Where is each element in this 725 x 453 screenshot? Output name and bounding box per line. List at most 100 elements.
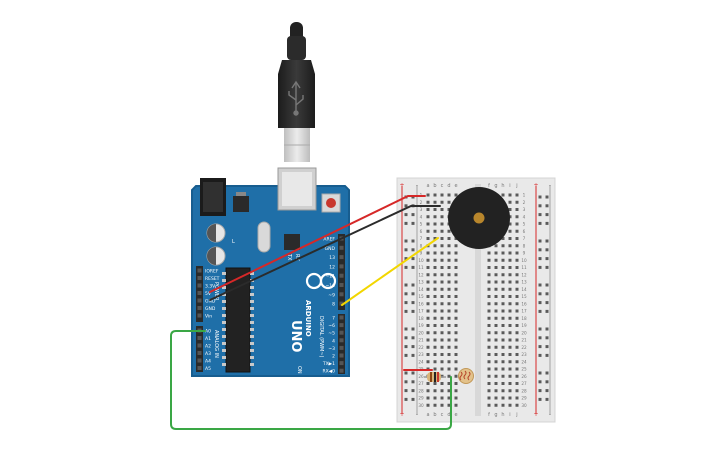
rail-hole[interactable]: [538, 371, 542, 375]
rail-hole[interactable]: [545, 327, 549, 331]
breadboard-hole[interactable]: [487, 331, 491, 335]
breadboard-hole[interactable]: [508, 215, 512, 219]
breadboard-hole[interactable]: [426, 258, 430, 262]
rail-hole[interactable]: [404, 248, 408, 252]
breadboard-hole[interactable]: [515, 374, 519, 378]
breadboard-hole[interactable]: [426, 396, 430, 400]
breadboard-hole[interactable]: [426, 280, 430, 284]
breadboard-hole[interactable]: [433, 251, 437, 255]
breadboard-hole[interactable]: [515, 258, 519, 262]
rail-hole[interactable]: [538, 380, 542, 384]
breadboard-hole[interactable]: [515, 367, 519, 371]
rail-hole[interactable]: [538, 301, 542, 305]
rail-hole[interactable]: [411, 371, 415, 375]
rail-hole[interactable]: [545, 389, 549, 393]
breadboard-hole[interactable]: [426, 273, 430, 277]
breadboard-hole[interactable]: [440, 382, 444, 385]
digital-pin-hole[interactable]: [339, 330, 344, 335]
breadboard-hole[interactable]: [508, 345, 512, 349]
breadboard-hole[interactable]: [501, 295, 505, 298]
breadboard-hole[interactable]: [433, 222, 437, 226]
breadboard-hole[interactable]: [494, 345, 498, 349]
breadboard-hole[interactable]: [515, 215, 519, 219]
breadboard-hole[interactable]: [501, 287, 505, 291]
resistor[interactable]: [424, 372, 446, 382]
analog-pin-hole[interactable]: [197, 343, 202, 348]
breadboard-hole[interactable]: [454, 287, 458, 291]
breadboard-hole[interactable]: [494, 396, 498, 400]
breadboard-hole[interactable]: [487, 360, 491, 364]
breadboard-hole[interactable]: [433, 389, 437, 393]
analog-pin-hole[interactable]: [197, 358, 202, 363]
breadboard-hole[interactable]: [515, 237, 519, 240]
breadboard-hole[interactable]: [515, 200, 519, 204]
breadboard-hole[interactable]: [426, 382, 430, 385]
breadboard-hole[interactable]: [426, 331, 430, 335]
breadboard-hole[interactable]: [447, 295, 451, 298]
breadboard-hole[interactable]: [508, 208, 512, 211]
breadboard-hole[interactable]: [515, 208, 519, 211]
power-pin-hole[interactable]: [197, 313, 202, 318]
breadboard-hole[interactable]: [440, 193, 444, 197]
breadboard-hole[interactable]: [447, 266, 451, 269]
breadboard-hole[interactable]: [494, 258, 498, 262]
breadboard-hole[interactable]: [515, 389, 519, 393]
breadboard-hole[interactable]: [447, 367, 451, 371]
breadboard-hole[interactable]: [515, 345, 519, 349]
breadboard-hole[interactable]: [433, 403, 437, 407]
breadboard-hole[interactable]: [440, 302, 444, 306]
rail-hole[interactable]: [538, 397, 542, 401]
breadboard-hole[interactable]: [440, 316, 444, 320]
breadboard-hole[interactable]: [501, 353, 505, 356]
digital-pin-hole[interactable]: [339, 323, 344, 328]
breadboard-hole[interactable]: [494, 331, 498, 335]
digital-pin-hole[interactable]: [339, 245, 344, 250]
breadboard-hole[interactable]: [501, 309, 505, 313]
breadboard-hole[interactable]: [454, 367, 458, 371]
rail-hole[interactable]: [404, 389, 408, 393]
rail-hole[interactable]: [411, 309, 415, 313]
arduino-uno-board[interactable]: ARDUINO UNO TX RX L ON POWER ANALOG IN D…: [191, 167, 350, 377]
rail-hole[interactable]: [404, 265, 408, 269]
breadboard-hole[interactable]: [515, 244, 519, 248]
power-pin-hole[interactable]: [197, 298, 202, 303]
breadboard-hole[interactable]: [494, 403, 498, 407]
breadboard-hole[interactable]: [447, 345, 451, 349]
rail-hole[interactable]: [545, 353, 549, 357]
breadboard-hole[interactable]: [515, 403, 519, 407]
breadboard-hole[interactable]: [508, 295, 512, 298]
breadboard-hole[interactable]: [494, 374, 498, 378]
rail-hole[interactable]: [411, 239, 415, 243]
breadboard-hole[interactable]: [440, 331, 444, 335]
breadboard-hole[interactable]: [447, 389, 451, 393]
breadboard-hole[interactable]: [440, 389, 444, 393]
breadboard-hole[interactable]: [501, 244, 505, 248]
breadboard-hole[interactable]: [447, 287, 451, 291]
rail-hole[interactable]: [404, 257, 408, 261]
breadboard-hole[interactable]: [454, 251, 458, 255]
breadboard-hole[interactable]: [426, 302, 430, 306]
rail-hole[interactable]: [411, 248, 415, 252]
breadboard-hole[interactable]: [515, 338, 519, 342]
breadboard-hole[interactable]: [487, 396, 491, 400]
breadboard-hole[interactable]: [515, 360, 519, 364]
rail-hole[interactable]: [411, 301, 415, 305]
rail-hole[interactable]: [545, 239, 549, 243]
breadboard-hole[interactable]: [487, 266, 491, 269]
digital-pin-hole[interactable]: [339, 345, 344, 350]
breadboard-hole[interactable]: [433, 338, 437, 342]
breadboard-hole[interactable]: [487, 302, 491, 306]
rail-hole[interactable]: [411, 389, 415, 393]
breadboard-hole[interactable]: [454, 396, 458, 400]
breadboard-hole[interactable]: [494, 353, 498, 356]
breadboard-hole[interactable]: [508, 316, 512, 320]
breadboard-hole[interactable]: [440, 208, 444, 211]
breadboard-hole[interactable]: [508, 382, 512, 385]
breadboard-hole[interactable]: [501, 258, 505, 262]
wire-a0[interactable]: [170, 330, 452, 430]
breadboard-hole[interactable]: [433, 229, 437, 233]
breadboard-hole[interactable]: [433, 324, 437, 327]
breadboard-hole[interactable]: [433, 309, 437, 313]
breadboard-hole[interactable]: [501, 382, 505, 385]
breadboard-hole[interactable]: [508, 324, 512, 327]
